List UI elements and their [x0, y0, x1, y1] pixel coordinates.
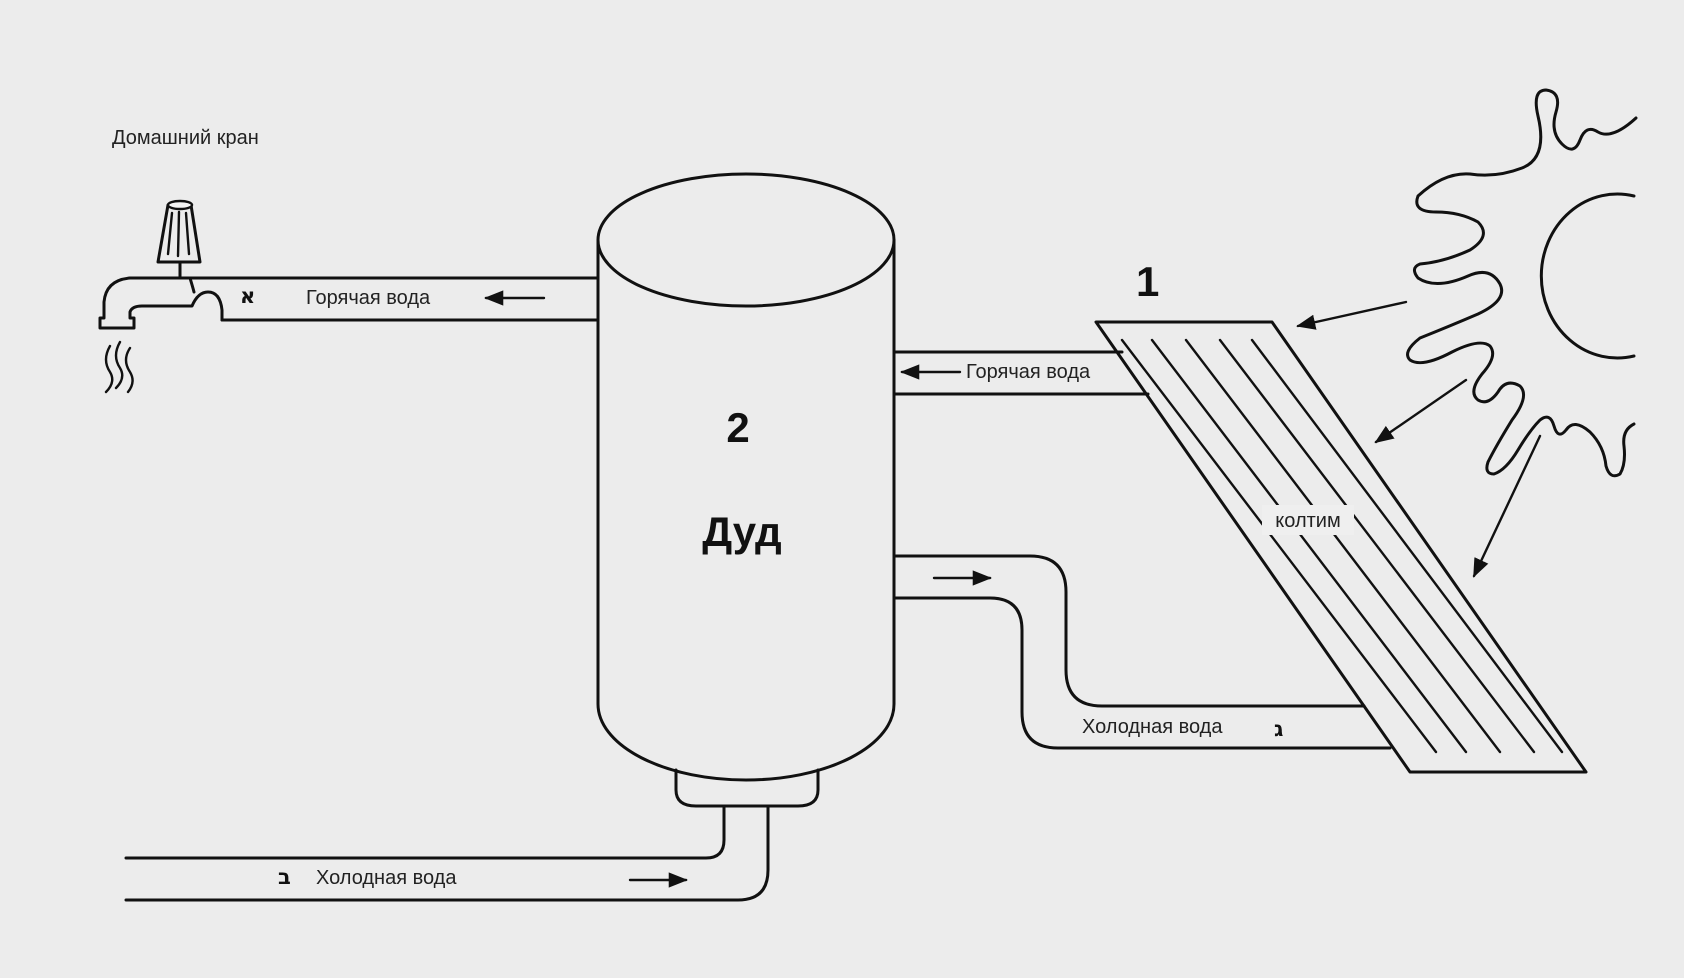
collector-name: колтим [1275, 510, 1340, 532]
hot-water-tap-label: Горячая вода [306, 287, 431, 309]
collector-number: 1 [1136, 258, 1159, 305]
cold-water-pipe-collector [892, 554, 1392, 750]
tank-name: Дуд [702, 508, 781, 555]
hot-water-pipe-collector [892, 350, 1150, 396]
marker-a: א [240, 284, 255, 308]
hot-water-pipe-tap [188, 276, 600, 322]
marker-b: ב [278, 865, 291, 889]
marker-g: ג [1274, 717, 1283, 741]
sun-icon [1296, 88, 1638, 578]
hot-water-collector-label: Горячая вода [966, 361, 1091, 383]
cold-water-inlet-pipe [124, 804, 770, 902]
solar-collector [1094, 320, 1588, 774]
tank-number: 2 [726, 404, 749, 451]
collector-label-bg [1262, 505, 1354, 535]
tank [596, 172, 896, 808]
tap-icon [98, 199, 224, 330]
home-tap-label: Домашний кран [112, 127, 259, 149]
cold-water-inlet-label: Холодная вода [316, 867, 457, 889]
cold-water-collector-label: Холодная вода [1082, 716, 1223, 738]
steam-icon [104, 340, 134, 394]
